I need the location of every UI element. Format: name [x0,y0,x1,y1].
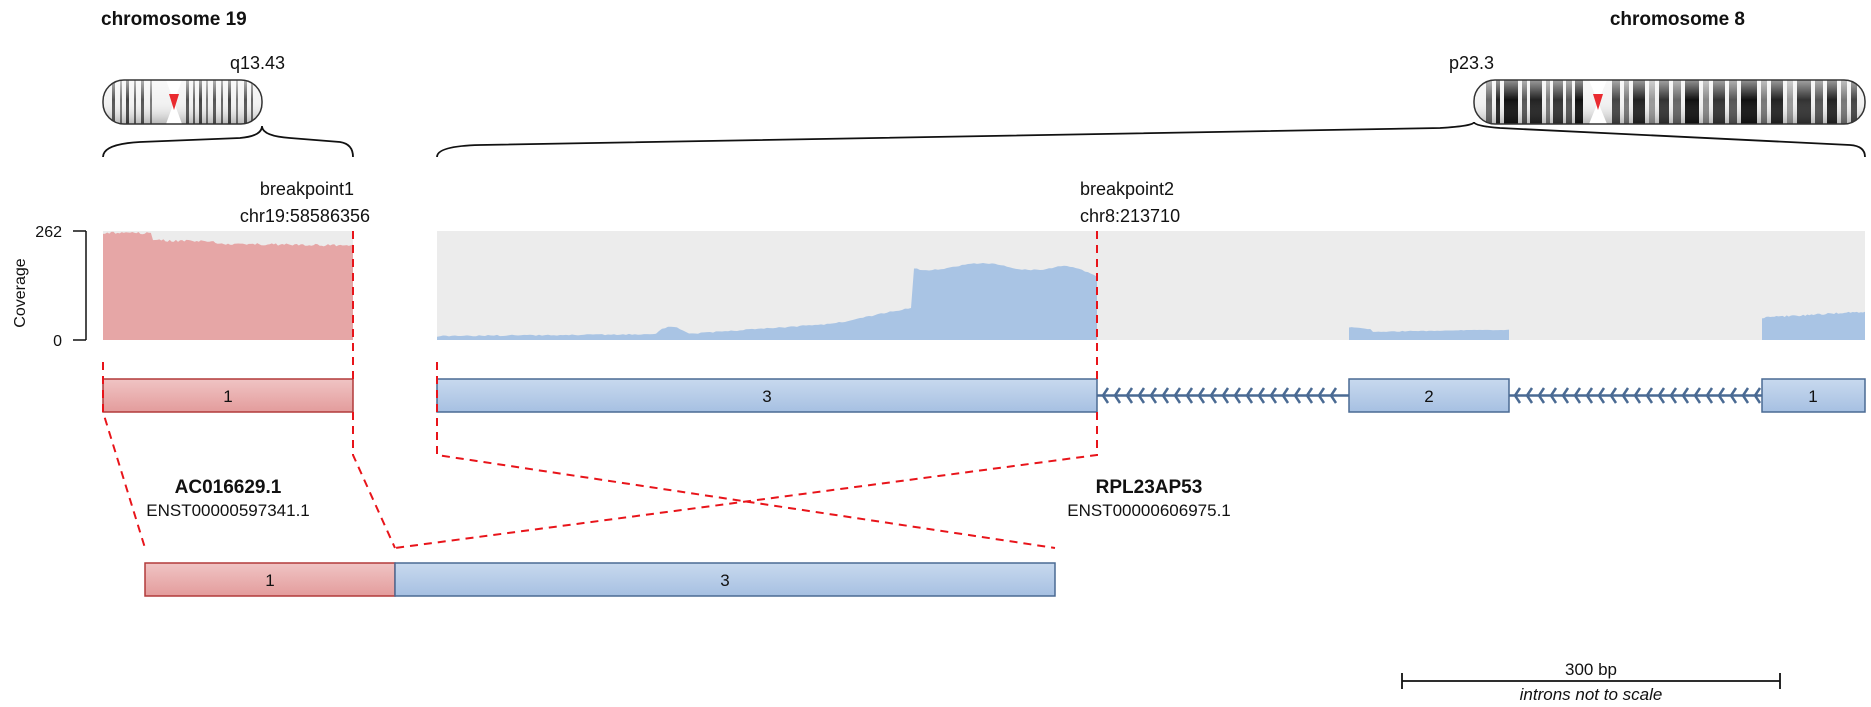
coverage-min-label: 0 [53,333,62,350]
fusion-exon-gene-b [394,562,1056,597]
chevron-left-icon [1681,387,1690,404]
band-right-label: p23.3 [1449,53,1494,73]
chevron-left-icon [1101,387,1110,404]
fusion-exon-3-label: 3 [720,571,729,590]
gene-a-transcript: ENST00000597341.1 [146,501,310,520]
fusion-exon-1-label: 1 [265,571,274,590]
chevron-left-icon [1161,387,1170,404]
coverage-panel-gene-b [437,231,1865,340]
chevron-left-icon [1113,387,1122,404]
coverage-max-label: 262 [35,224,62,241]
chevron-left-icon [1233,387,1242,404]
fusion-exon-gene-a [144,562,396,597]
chevron-left-icon [1137,387,1146,404]
scale-bar-note: introns not to scale [1520,685,1663,704]
chevron-left-icon [1513,387,1522,404]
chevron-left-icon [1329,387,1338,404]
gene-a-left-projection [102,362,146,549]
coverage-track-gene-a [103,231,353,340]
chromosome-8-ideogram [1473,79,1866,125]
chevron-left-icon [1257,387,1266,404]
band-left-label: q13.43 [230,53,285,73]
gene-a-name: AC016629.1 [175,477,282,498]
chevron-left-icon [1293,387,1302,404]
zoom-brace-right [436,121,1866,158]
chevron-left-icon [1657,387,1666,404]
gene-b-transcript: ENST00000606975.1 [1067,501,1231,520]
gene-b-left-projection [436,362,1056,549]
chevron-left-icon [1561,387,1570,404]
chevron-left-icon [1633,387,1642,404]
chevron-left-icon [1245,387,1254,404]
scale-bar: 300 bp introns not to scale [1401,660,1781,704]
chevron-left-icon [1281,387,1290,404]
chevron-left-icon [1669,387,1678,404]
chevron-left-icon [1729,387,1738,404]
coverage-track-gene-b-exon2 [1349,327,1509,340]
zoom-brace-left [102,125,354,158]
chevron-left-icon [1549,387,1558,404]
chromosome-19-ideogram [102,79,263,125]
chromosome-right-title: chromosome 8 [1610,9,1745,30]
coverage-axis-label: Coverage [12,258,29,327]
gene-b-exon-1: 1 [1761,378,1866,413]
chevron-left-icon [1305,387,1314,404]
gene-b-introns [1097,387,1762,404]
chevron-left-icon [1197,387,1206,404]
chevron-left-icon [1597,387,1606,404]
gene-a-exon-label: 1 [223,387,232,406]
chevron-left-icon [1609,387,1618,404]
breakpoint2-position: chr8:213710 [1080,206,1180,226]
chevron-left-icon [1317,387,1326,404]
chevron-left-icon [1537,387,1546,404]
chevron-left-icon [1645,387,1654,404]
gene-b-exon-2: 2 [1348,378,1510,413]
gene-b-name: RPL23AP53 [1096,477,1203,498]
breakpoint1-position: chr19:58586356 [240,206,370,226]
fusion-transcript: 1 3 [144,562,1056,597]
coverage-track-gene-b-exon1 [1762,311,1865,340]
chevron-left-icon [1185,387,1194,404]
gene-a-exon: 1 [102,378,354,413]
coverage-track-gene-b-exon3 [437,263,1097,340]
chevron-left-icon [1525,387,1534,404]
chevron-left-icon [1705,387,1714,404]
chevron-left-icon [1125,387,1134,404]
chevron-left-icon [1717,387,1726,404]
breakpoint1-label: breakpoint1 [260,179,354,199]
breakpoint-lines [102,231,1098,549]
gene-b-exon-1-label: 1 [1808,387,1817,406]
gene-a-right-projection [352,412,396,549]
chevron-left-icon [1573,387,1582,404]
gene-b-exon-3: 3 [436,378,1098,413]
chevron-left-icon [1173,387,1182,404]
chevron-left-icon [1753,387,1762,404]
gene-b-exon-2-label: 2 [1424,387,1433,406]
breakpoint2-label: breakpoint2 [1080,179,1174,199]
chevron-left-icon [1741,387,1750,404]
gene-b-right-projection [394,412,1098,549]
chevron-left-icon [1221,387,1230,404]
chevron-left-icon [1269,387,1278,404]
chevron-left-icon [1585,387,1594,404]
scale-bar-label: 300 bp [1565,660,1617,679]
chevron-left-icon [1693,387,1702,404]
chevron-left-icon [1621,387,1630,404]
gene-b-exon-3-label: 3 [762,387,771,406]
chromosome-left-title: chromosome 19 [101,9,247,30]
chevron-left-icon [1149,387,1158,404]
coverage-axis: 262 0 Coverage [12,224,87,350]
chevron-left-icon [1209,387,1218,404]
